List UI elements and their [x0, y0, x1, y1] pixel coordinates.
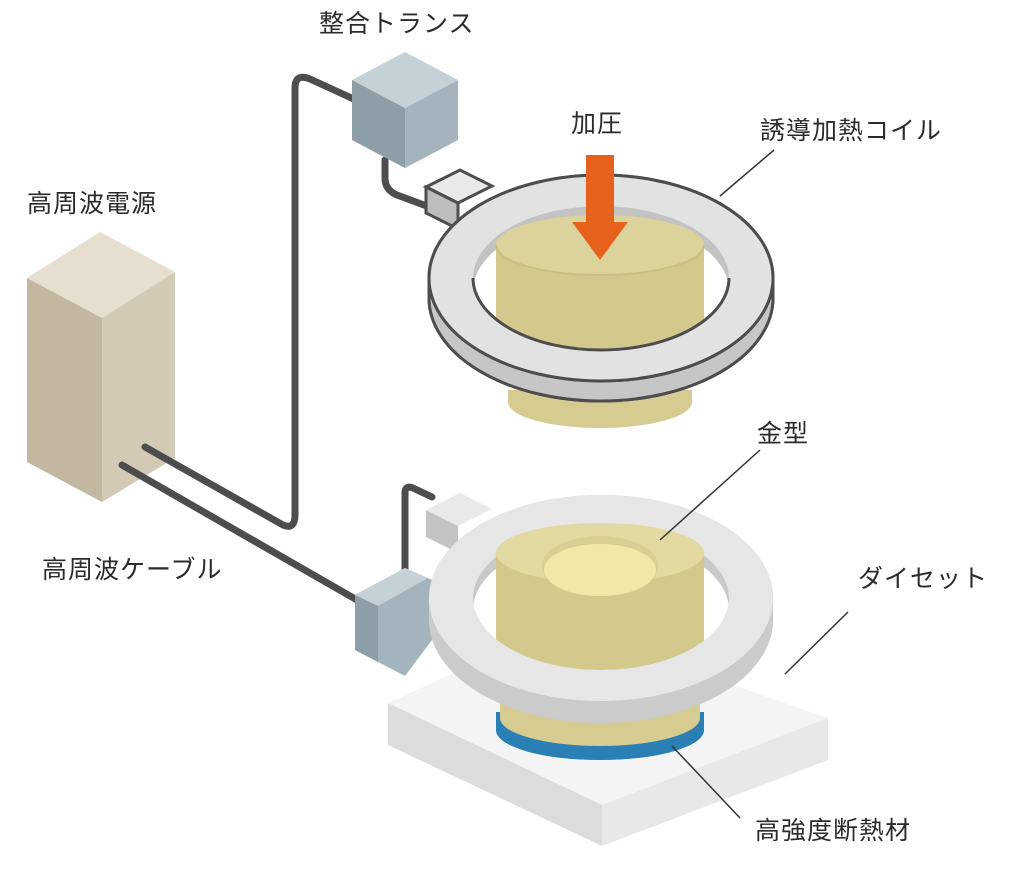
hf-power-supply-label: 高周波電源: [27, 189, 158, 218]
coil-terminal-lower: [426, 493, 492, 553]
mold-label: 金型: [757, 419, 810, 448]
hf-power-supply: [27, 232, 175, 502]
induction-coil-lower-front: [429, 598, 773, 723]
hf-cable-label: 高周波ケーブル: [42, 555, 223, 584]
pressure-label: 加圧: [571, 109, 624, 138]
hf-cable: [118, 73, 436, 604]
pressure-arrow: [572, 155, 628, 260]
leader-coil: [719, 149, 775, 197]
induction-coil-upper-front: [427, 277, 775, 403]
leader-lines: [659, 149, 849, 819]
leader-insulation: [671, 745, 741, 819]
matching-transformer-upper: [352, 52, 458, 168]
leader-die-set: [784, 611, 849, 675]
insulation-label: 高強度断熱材: [755, 816, 912, 845]
leader-mold: [659, 449, 761, 541]
die-set-label: ダイセット: [858, 564, 989, 593]
matching-transformer-label: 整合トランス: [319, 9, 475, 38]
upper-mold-lower-part: [508, 390, 692, 428]
lower-mold: [496, 523, 704, 670]
induction-coil-label: 誘導加熱コイル: [760, 116, 943, 145]
matching-transformer-lower: [355, 568, 432, 676]
